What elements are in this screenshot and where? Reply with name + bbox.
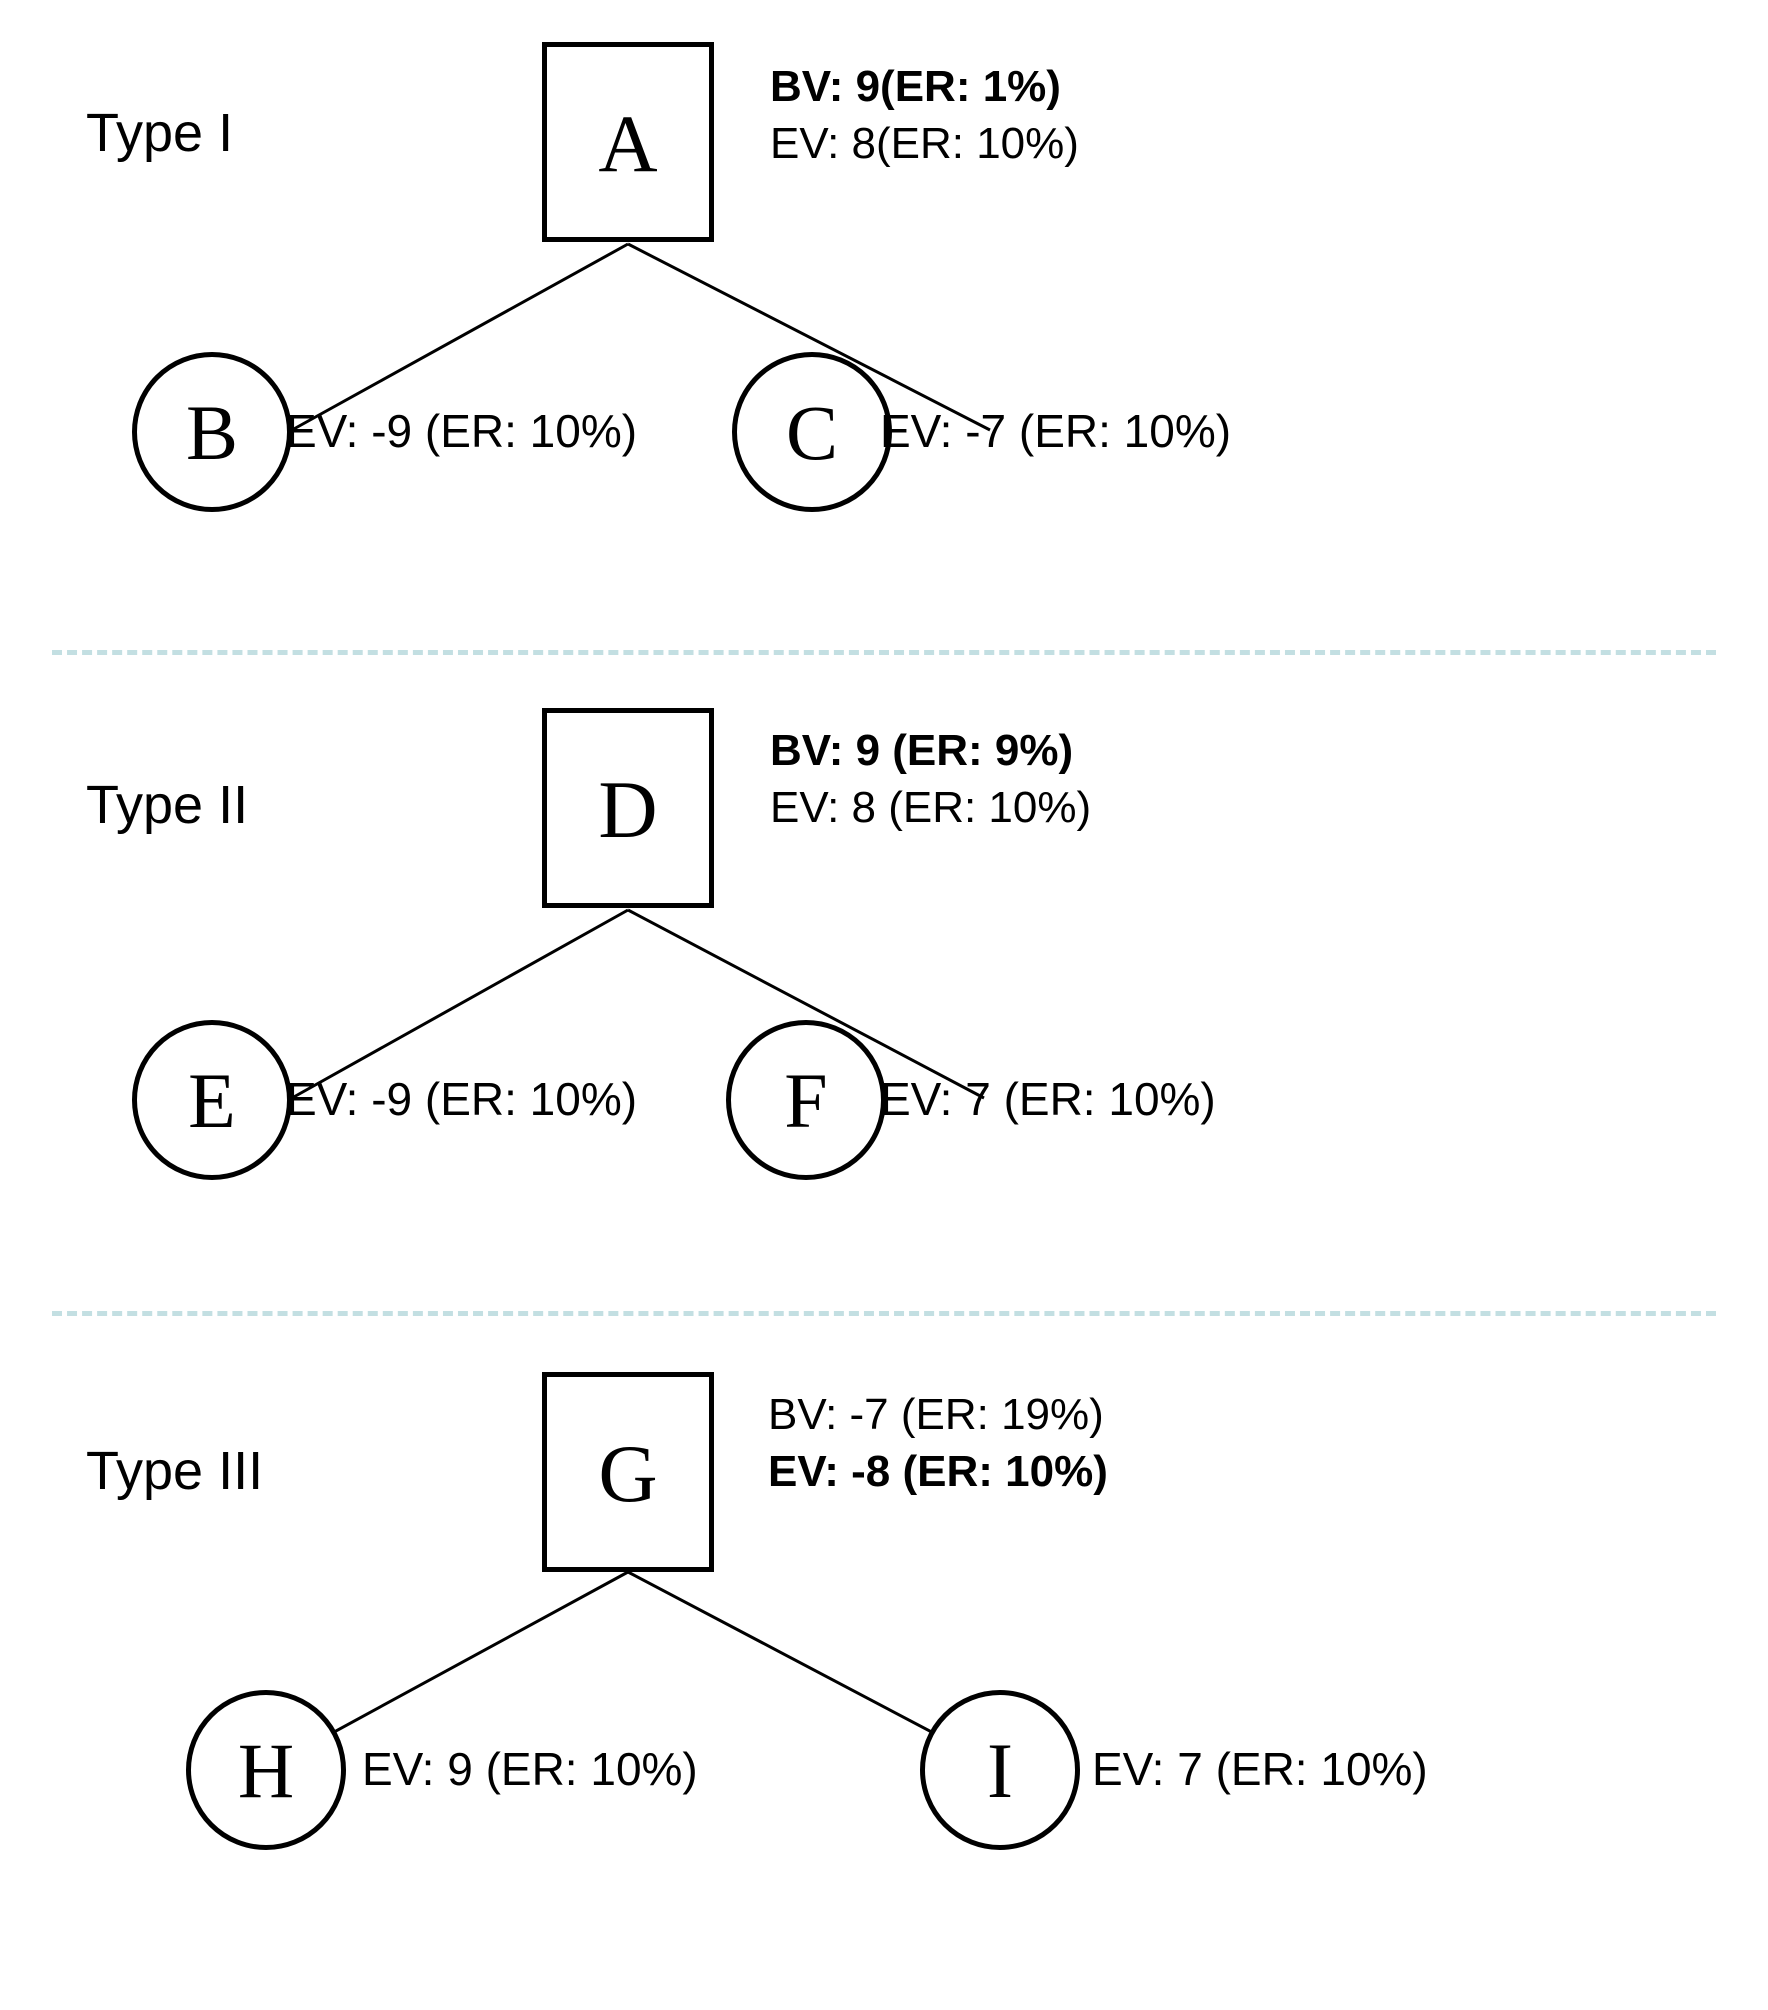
section-type-2: Type II D BV: 9 (ER: 9%) EV: 8 (ER: 10%)… <box>0 660 1768 1320</box>
node-d-bv: BV: 9 (ER: 9%) <box>770 726 1074 775</box>
node-a-bv: BV: 9(ER: 1%) <box>770 62 1061 111</box>
node-g-ev: EV: -8 (ER: 10%) <box>768 1447 1108 1496</box>
node-i-value: EV: 7 (ER: 10%) <box>1092 1743 1428 1795</box>
node-g-glyph: G <box>598 1428 658 1519</box>
node-c[interactable]: C <box>732 352 892 512</box>
section-type-3: Type III G BV: -7 (ER: 19%) EV: -8 (ER: … <box>0 1320 1768 2010</box>
node-a-ev: EV: 8(ER: 10%) <box>770 119 1079 168</box>
node-b-glyph: B <box>185 389 239 476</box>
node-g-values: BV: -7 (ER: 19%) EV: -8 (ER: 10%) <box>768 1386 1108 1500</box>
node-b-value: EV: -9 (ER: 10%) <box>286 405 638 457</box>
node-a-glyph: A <box>598 98 658 189</box>
node-g[interactable]: G <box>542 1372 714 1572</box>
node-h-glyph: H <box>237 1727 295 1814</box>
node-a-values: BV: 9(ER: 1%) EV: 8(ER: 10%) <box>770 58 1079 172</box>
type-label-2: Type II <box>86 775 249 835</box>
type-label-3: Type III <box>86 1441 264 1501</box>
node-c-glyph: C <box>785 389 839 476</box>
node-e-value: EV: -9 (ER: 10%) <box>286 1073 638 1125</box>
node-e[interactable]: E <box>132 1020 292 1180</box>
node-d-values: BV: 9 (ER: 9%) EV: 8 (ER: 10%) <box>770 722 1091 836</box>
node-e-glyph: E <box>188 1057 236 1144</box>
node-i[interactable]: I <box>920 1690 1080 1850</box>
node-f[interactable]: F <box>726 1020 886 1180</box>
node-h-value: EV: 9 (ER: 10%) <box>362 1743 698 1795</box>
section-separator-1 <box>52 650 1716 655</box>
node-d[interactable]: D <box>542 708 714 908</box>
node-a[interactable]: A <box>542 42 714 242</box>
node-b[interactable]: B <box>132 352 292 512</box>
node-f-value: EV: 7 (ER: 10%) <box>880 1073 1216 1125</box>
section-type-1: Type I A BV: 9(ER: 1%) EV: 8(ER: 10%) B … <box>0 0 1768 660</box>
node-h[interactable]: H <box>186 1690 346 1850</box>
node-c-value: EV: -7 (ER: 10%) <box>880 405 1232 457</box>
node-f-glyph: F <box>784 1057 828 1144</box>
node-g-bv: BV: -7 (ER: 19%) <box>768 1390 1104 1439</box>
node-i-glyph: I <box>987 1727 1013 1814</box>
type-label-1: Type I <box>86 103 234 163</box>
node-d-glyph: D <box>598 764 658 855</box>
section-separator-2 <box>52 1311 1716 1316</box>
node-d-ev: EV: 8 (ER: 10%) <box>770 783 1092 832</box>
